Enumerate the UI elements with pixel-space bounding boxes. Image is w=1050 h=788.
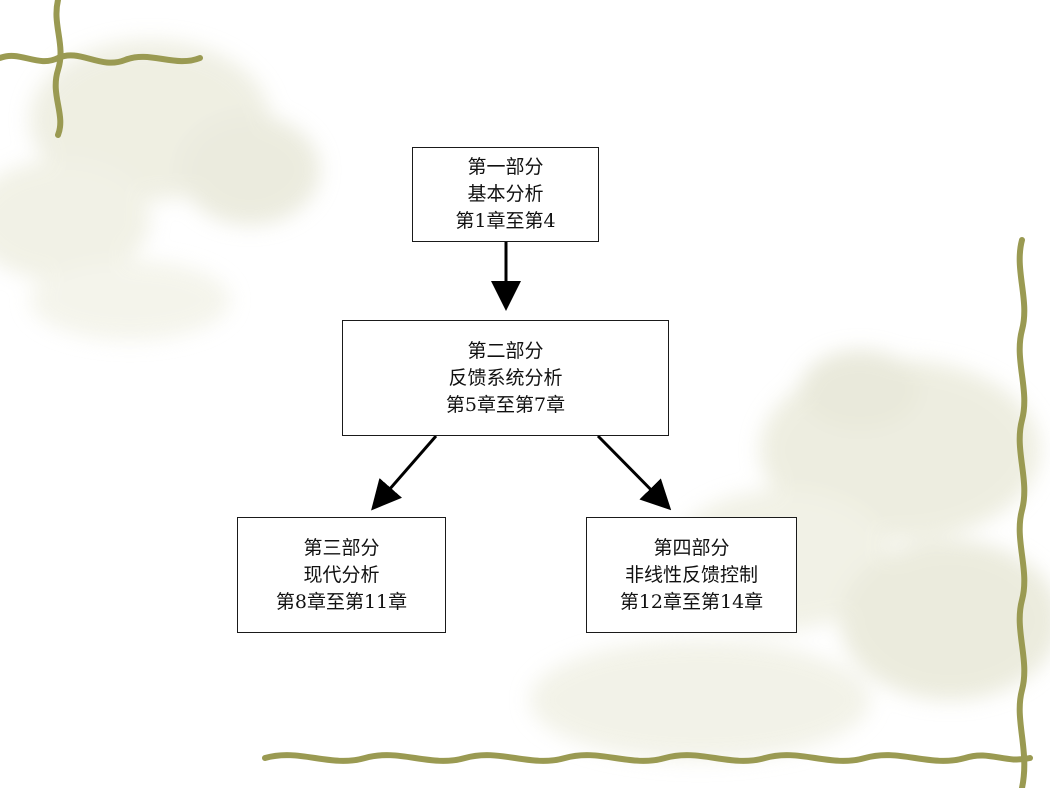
node-part4-line1: 第四部分 bbox=[653, 536, 730, 559]
arrow-part2-to-part4 bbox=[596, 434, 672, 511]
vine-top-left-horizontal bbox=[0, 52, 203, 66]
node-part2-line1: 第二部分 bbox=[467, 339, 544, 362]
node-part1-line1: 第一部分 bbox=[467, 156, 544, 178]
blossom-top-left bbox=[0, 40, 320, 340]
vine-bottom-horizontal bbox=[262, 752, 1033, 764]
node-part2-line3: 第5章至第7章 bbox=[445, 393, 566, 416]
node-part3-line2: 现代分析 bbox=[303, 563, 380, 586]
node-part4-line2: 非线性反馈控制 bbox=[624, 563, 758, 586]
node-part4-line3: 第12章至第14章 bbox=[619, 590, 764, 613]
node-part1: 第一部分 基本分析 第1章至第4 bbox=[412, 147, 599, 242]
arrow-part2-to-part3 bbox=[371, 435, 438, 511]
node-part1-line3: 第1章至第4 bbox=[455, 210, 556, 232]
node-part4: 第四部分 非线性反馈控制 第12章至第14章 bbox=[586, 517, 797, 633]
node-part3-line3: 第8章至第11章 bbox=[275, 590, 408, 613]
node-part3-line1: 第三部分 bbox=[303, 536, 380, 559]
node-part2: 第二部分 反馈系统分析 第5章至第7章 bbox=[342, 320, 669, 436]
node-part2-line2: 反馈系统分析 bbox=[448, 366, 563, 389]
node-part1-line2: 基本分析 bbox=[467, 183, 544, 205]
node-part3: 第三部分 现代分析 第8章至第11章 bbox=[237, 517, 446, 633]
vine-top-left-vertical bbox=[52, 0, 64, 138]
vine-right-vertical bbox=[1016, 237, 1028, 788]
